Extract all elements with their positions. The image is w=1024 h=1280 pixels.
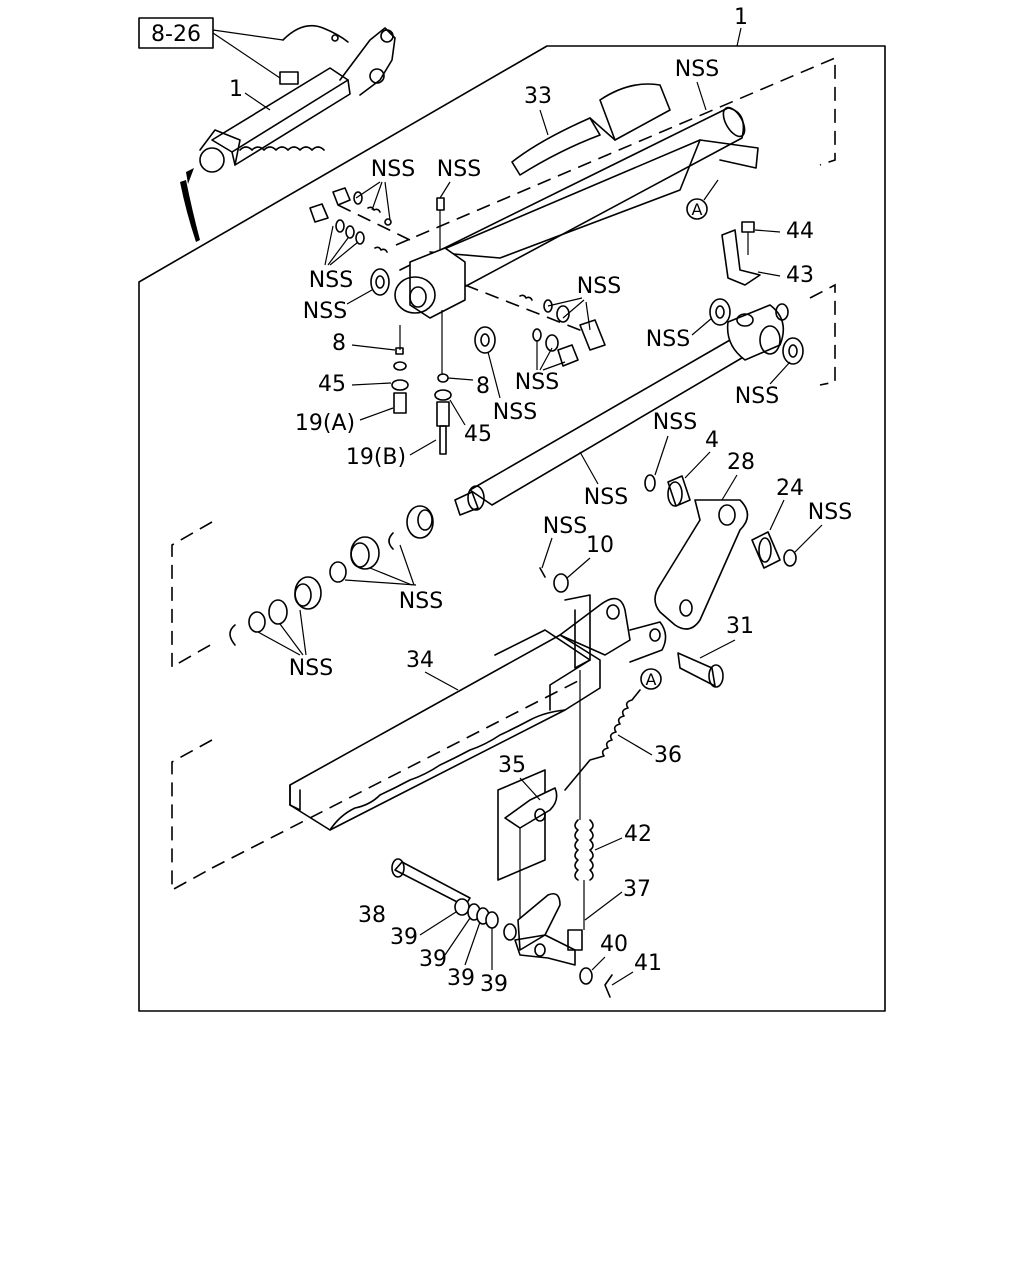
nss-label-valve-1: NSS [371, 157, 415, 182]
part-39-label-3: 39 [447, 966, 475, 991]
parts-38-39: 38 39 39 39 39 [358, 858, 508, 997]
part-8-label-right: 8 [476, 374, 490, 399]
ref-a-lower-label: A [646, 670, 657, 689]
lock-assembly: 35 42 37 [497, 753, 652, 966]
nss-label-valve-4: NSS [303, 299, 347, 324]
assembly-frame [138, 45, 886, 1012]
part-19b-label: 19(B) [346, 445, 406, 470]
part-45-label-right: 45 [464, 422, 492, 447]
nss-label-tube: NSS [675, 57, 719, 82]
ref-a-upper[interactable]: A [686, 179, 719, 220]
nss-label-seal-upper: NSS [399, 589, 443, 614]
nss-label-valve-2: NSS [437, 157, 481, 182]
nss-label-4: NSS [653, 410, 697, 435]
part-36-label: 36 [654, 743, 682, 768]
part-19a-label: 19(A) [295, 411, 355, 436]
part-35-label: 35 [498, 753, 526, 778]
part-40-label: 40 [600, 932, 628, 957]
parts-8-45-19: 8 45 19(A) 8 45 19(B) [295, 331, 492, 470]
part-39-label-2: 39 [419, 947, 447, 972]
nss-label-valve-3: NSS [309, 268, 353, 293]
part-4-label: 4 [705, 428, 719, 453]
assembly-label-1: 1 [734, 5, 748, 47]
seal-kit: NSS NSS [229, 505, 443, 681]
ref-a-lower[interactable]: A [640, 668, 662, 690]
part-39-label-4: 39 [480, 972, 508, 997]
part-28-label: 28 [727, 450, 755, 475]
parts-43-44: 44 43 [721, 219, 814, 288]
nss-label-valve-5: NSS [577, 274, 621, 299]
nss-label-valve-6: NSS [515, 370, 559, 395]
part-33-cover: 33 [511, 83, 671, 176]
part-31-label: 31 [726, 614, 754, 639]
part-44-label: 44 [786, 219, 814, 244]
inset-part-1-label: 1 [229, 77, 243, 102]
nss-label-seal-lower: NSS [289, 656, 333, 681]
valve-block [394, 197, 466, 375]
part-39-label-1: 39 [390, 925, 418, 950]
parts-4-28-24: NSS 4 28 24 NSS [644, 410, 852, 630]
nss-label-valve-7: NSS [493, 400, 537, 425]
reference-box[interactable]: 8-26 [138, 17, 284, 79]
part-34-channel: 34 [289, 594, 667, 831]
part-36-spring: 36 [564, 670, 682, 820]
nss-label-10: NSS [543, 514, 587, 539]
part-33-label: 33 [524, 84, 552, 109]
part-31-pin: 31 [677, 614, 754, 688]
part-41-label: 41 [634, 951, 662, 976]
nss-label-24: NSS [808, 500, 852, 525]
part-37-label: 37 [623, 877, 651, 902]
parts-40-41: 40 41 [579, 932, 662, 998]
part-10: NSS 10 [539, 514, 614, 593]
cross-shaft: NSS NSS NSS [454, 298, 804, 516]
part-34-label: 34 [406, 648, 434, 673]
part-8-label-left: 8 [332, 331, 346, 356]
reference-box-label: 8-26 [151, 22, 201, 47]
part-45-label-left: 45 [318, 372, 346, 397]
inset-assembly-illustration: 1 [180, 24, 396, 242]
part-38-label: 38 [358, 903, 386, 928]
part-43-label: 43 [786, 263, 814, 288]
valve-fittings-right [464, 284, 606, 367]
part-24-label: 24 [776, 476, 804, 501]
nss-label-tee-left: NSS [646, 327, 690, 352]
valve-nss-labels: NSS NSS NSS NSS NSS NSS NSS [303, 157, 621, 425]
nss-label-tee-right: NSS [735, 384, 779, 409]
cylinder-tube: NSS [399, 57, 759, 301]
assembly-number: 1 [734, 5, 748, 30]
ref-a-upper-label: A [692, 200, 703, 219]
valve-fittings-left [309, 187, 411, 296]
part-42-label: 42 [624, 822, 652, 847]
nss-label-shaft: NSS [584, 485, 628, 510]
part-10-label: 10 [586, 533, 614, 558]
